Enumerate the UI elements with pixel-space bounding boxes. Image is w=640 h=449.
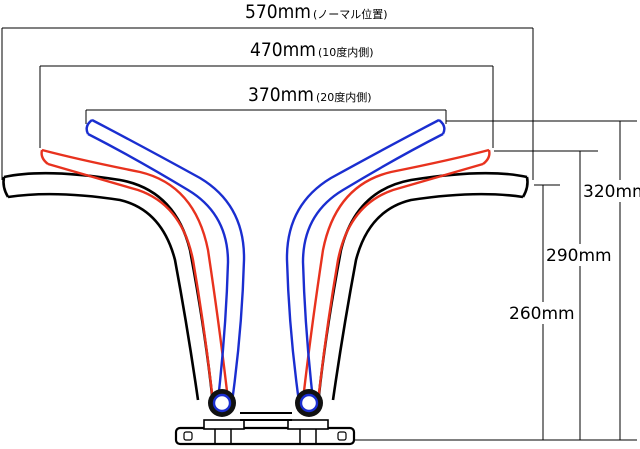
handlebar-10deg	[40, 148, 491, 403]
width-label-370: 370mm(20度内側)	[248, 84, 372, 106]
width-dimension-570	[1, 27, 534, 180]
width-dimension-470	[39, 65, 494, 148]
handlebar-20deg	[85, 118, 446, 403]
height-dimension-290	[494, 150, 598, 440]
height-label-290: 290mm	[546, 246, 612, 266]
height-label-320: 320mm	[583, 182, 640, 202]
clamp-right	[295, 389, 323, 417]
clamp-left	[208, 389, 236, 417]
width-label-570: 570mm(ノーマル位置)	[245, 1, 388, 23]
width-dimension-370	[85, 109, 447, 124]
height-label-260: 260mm	[509, 304, 575, 324]
mount-base	[174, 412, 356, 446]
width-label-470: 470mm(10度内側)	[250, 39, 374, 61]
handlebar-normal	[2, 171, 529, 401]
height-dimension-320	[446, 120, 637, 440]
